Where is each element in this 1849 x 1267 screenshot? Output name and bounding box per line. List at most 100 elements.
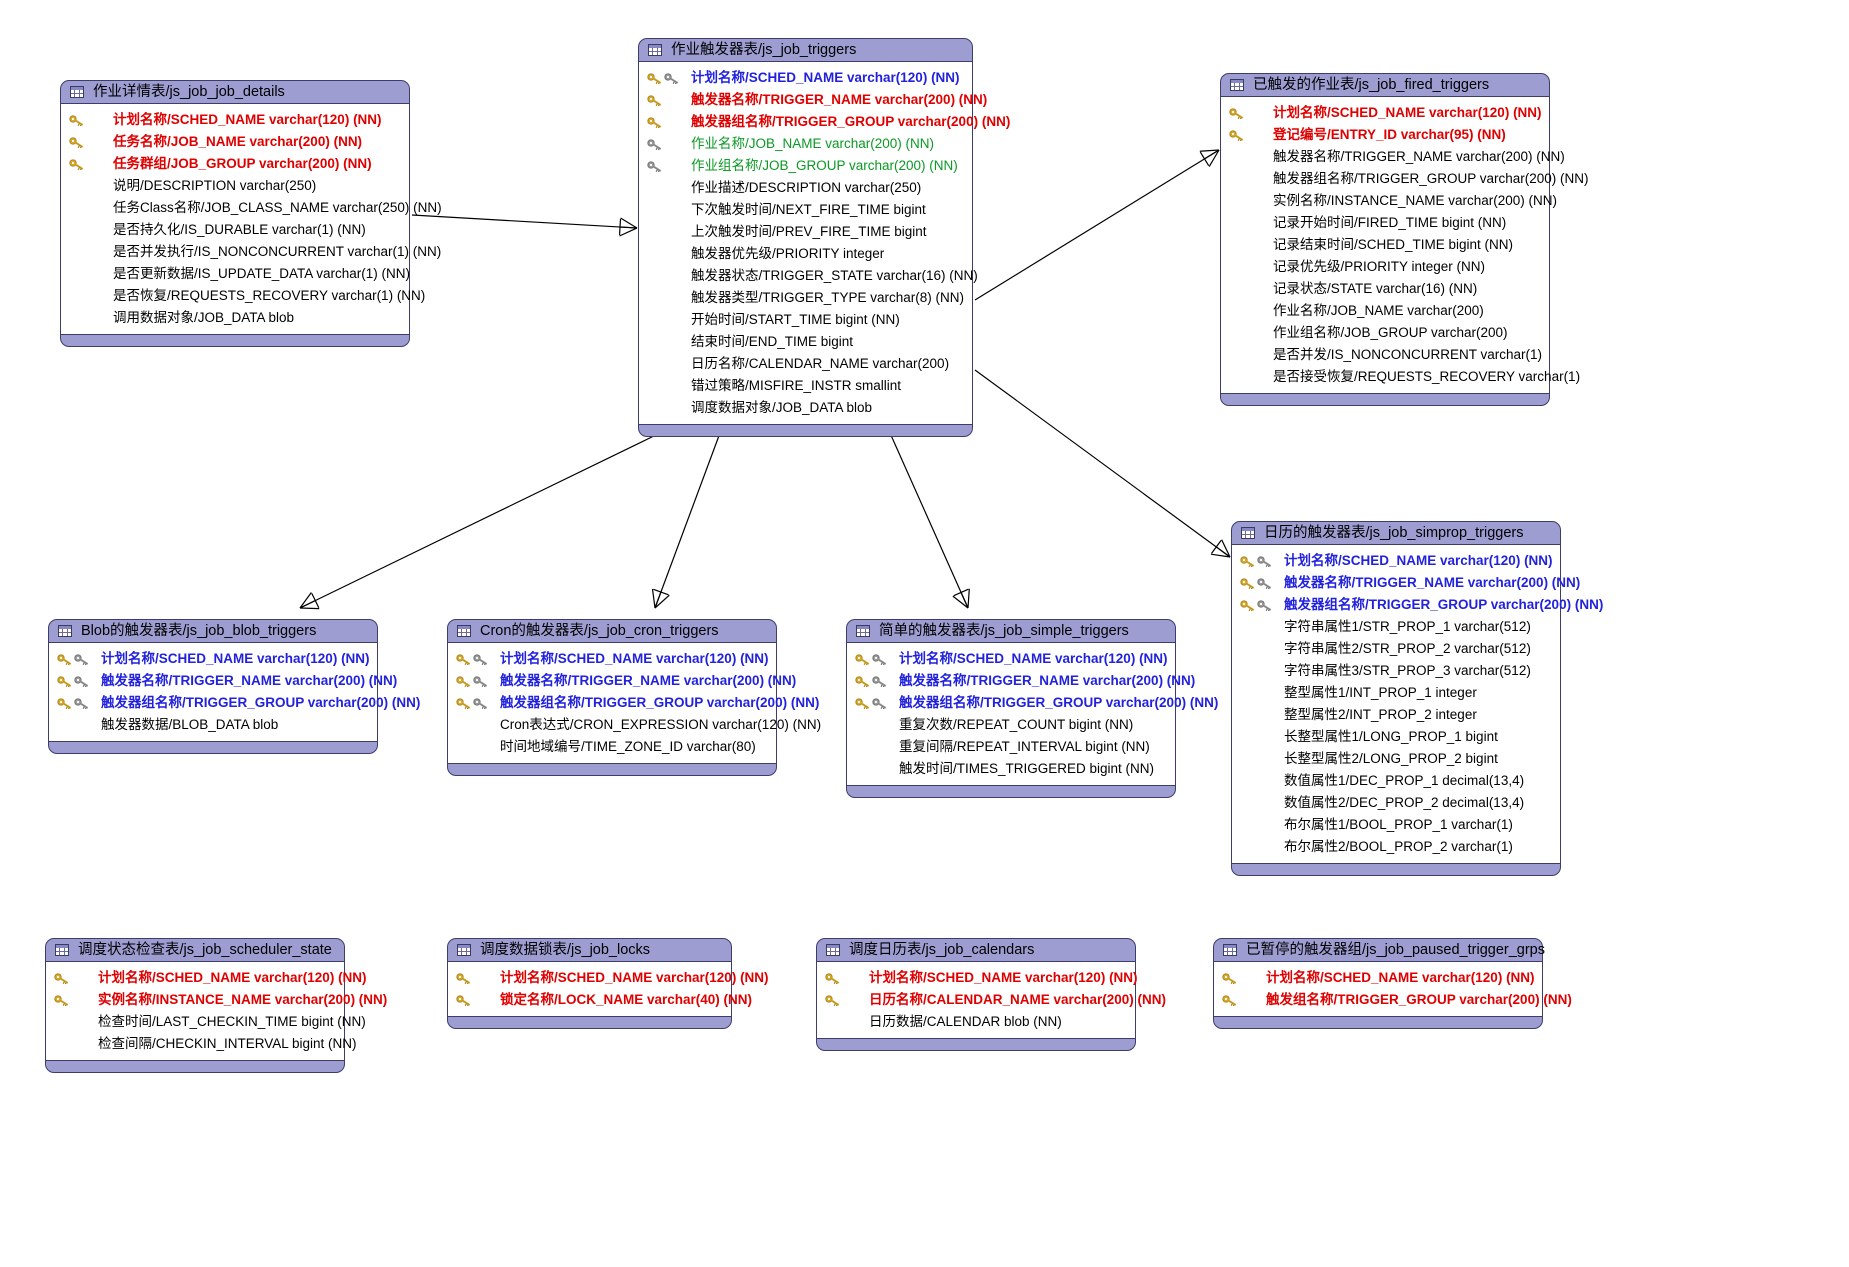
field-row[interactable]: 日历名称/CALENDAR_NAME varchar(200) (NN)	[817, 989, 1166, 1011]
field-row[interactable]: 触发器名称/TRIGGER_NAME varchar(200) (NN)	[847, 670, 1195, 692]
field-row[interactable]: 下次触发时间/NEXT_FIRE_TIME bigint	[639, 199, 972, 221]
entity-header-js_job_blob_triggers[interactable]: Blob的触发器表/js_job_blob_triggers	[48, 619, 378, 643]
field-row[interactable]: 是否更新数据/IS_UPDATE_DATA varchar(1) (NN)	[61, 263, 410, 285]
field-row[interactable]: 触发器名称/TRIGGER_NAME varchar(200) (NN)	[639, 89, 987, 111]
entity-js_job_calendars[interactable]: 调度日历表/js_job_calendars 计划名称/SCHED_NAME va…	[816, 938, 1166, 1051]
field-row[interactable]: 计划名称/SCHED_NAME varchar(120) (NN)	[817, 967, 1138, 989]
field-row[interactable]: 触发器组名称/TRIGGER_GROUP varchar(200) (NN)	[1221, 168, 1589, 190]
field-row[interactable]: 实例名称/INSTANCE_NAME varchar(200) (NN)	[46, 989, 387, 1011]
field-row[interactable]: 字符串属性1/STR_PROP_1 varchar(512)	[1232, 616, 1560, 638]
field-row[interactable]: 触发器组名称/TRIGGER_GROUP varchar(200) (NN)	[639, 111, 1010, 133]
field-row[interactable]: 时间地域编号/TIME_ZONE_ID varchar(80)	[448, 736, 776, 758]
field-row[interactable]: 计划名称/SCHED_NAME varchar(120) (NN)	[448, 648, 776, 670]
field-row[interactable]: 开始时间/START_TIME bigint (NN)	[639, 309, 972, 331]
field-row[interactable]: 数值属性2/DEC_PROP_2 decimal(13,4)	[1232, 792, 1560, 814]
field-row[interactable]: 作业名称/JOB_NAME varchar(200) (NN)	[639, 133, 972, 155]
field-row[interactable]: 锁定名称/LOCK_NAME varchar(40) (NN)	[448, 989, 752, 1011]
field-row[interactable]: 记录开始时间/FIRED_TIME bigint (NN)	[1221, 212, 1549, 234]
entity-js_job_simprop_triggers[interactable]: 日历的触发器表/js_job_simprop_triggers 计划名称/SCHE…	[1231, 521, 1603, 876]
field-row[interactable]: 检查时间/LAST_CHECKIN_TIME bigint (NN)	[46, 1011, 366, 1033]
field-row[interactable]: 上次触发时间/PREV_FIRE_TIME bigint	[639, 221, 972, 243]
entity-js_job_job_details[interactable]: 作业详情表/js_job_job_details 计划名称/SCHED_NAME …	[60, 80, 442, 347]
entity-header-js_job_triggers[interactable]: 作业触发器表/js_job_triggers	[638, 38, 973, 62]
field-row[interactable]: 计划名称/SCHED_NAME varchar(120) (NN)	[1214, 967, 1542, 989]
field-row[interactable]: 记录优先级/PRIORITY integer (NN)	[1221, 256, 1549, 278]
entity-js_job_paused_trigger_grps[interactable]: 已暂停的触发器组/js_job_paused_trigger_grps 计划名称/…	[1213, 938, 1572, 1029]
field-row[interactable]: 触发器组名称/TRIGGER_GROUP varchar(200) (NN)	[847, 692, 1218, 714]
field-row[interactable]: 触发器名称/TRIGGER_NAME varchar(200) (NN)	[1221, 146, 1565, 168]
entity-header-js_job_simprop_triggers[interactable]: 日历的触发器表/js_job_simprop_triggers	[1231, 521, 1561, 545]
field-row[interactable]: 错过策略/MISFIRE_INSTR smallint	[639, 375, 972, 397]
field-row[interactable]: 作业名称/JOB_NAME varchar(200)	[1221, 300, 1549, 322]
field-row[interactable]: 计划名称/SCHED_NAME varchar(120) (NN)	[1232, 550, 1560, 572]
entity-js_job_triggers[interactable]: 作业触发器表/js_job_triggers 计划名称/SCHED_NAME va…	[638, 38, 1010, 437]
field-row[interactable]: 重复次数/REPEAT_COUNT bigint (NN)	[847, 714, 1175, 736]
field-row[interactable]: 计划名称/SCHED_NAME varchar(120) (NN)	[49, 648, 377, 670]
field-row[interactable]: 触发器名称/TRIGGER_NAME varchar(200) (NN)	[1232, 572, 1580, 594]
entity-header-js_job_locks[interactable]: 调度数据锁表/js_job_locks	[447, 938, 732, 962]
entity-js_job_scheduler_state[interactable]: 调度状态检查表/js_job_scheduler_state 计划名称/SCHED…	[45, 938, 387, 1073]
field-row[interactable]: 日历数据/CALENDAR blob (NN)	[817, 1011, 1135, 1033]
field-row[interactable]: 数值属性1/DEC_PROP_1 decimal(13,4)	[1232, 770, 1560, 792]
field-row[interactable]: 触发器组名称/TRIGGER_GROUP varchar(200) (NN)	[1232, 594, 1603, 616]
field-row[interactable]: 是否持久化/IS_DURABLE varchar(1) (NN)	[61, 219, 409, 241]
field-row[interactable]: 触发器组名称/TRIGGER_GROUP varchar(200) (NN)	[448, 692, 819, 714]
field-row[interactable]: 任务Class名称/JOB_CLASS_NAME varchar(250) (N…	[61, 197, 442, 219]
field-row[interactable]: 说明/DESCRIPTION varchar(250)	[61, 175, 409, 197]
field-row[interactable]: 实例名称/INSTANCE_NAME varchar(200) (NN)	[1221, 190, 1557, 212]
field-row[interactable]: 计划名称/SCHED_NAME varchar(120) (NN)	[1221, 102, 1549, 124]
field-row[interactable]: 结束时间/END_TIME bigint	[639, 331, 972, 353]
field-row[interactable]: 字符串属性2/STR_PROP_2 varchar(512)	[1232, 638, 1560, 660]
field-row[interactable]: 触发器状态/TRIGGER_STATE varchar(16) (NN)	[639, 265, 978, 287]
entity-js_job_simple_triggers[interactable]: 简单的触发器表/js_job_simple_triggers 计划名称/SCHED…	[846, 619, 1218, 798]
field-row[interactable]: 记录结束时间/SCHED_TIME bigint (NN)	[1221, 234, 1549, 256]
field-row[interactable]: 计划名称/SCHED_NAME varchar(120) (NN)	[46, 967, 367, 989]
entity-header-js_job_scheduler_state[interactable]: 调度状态检查表/js_job_scheduler_state	[45, 938, 345, 962]
field-row[interactable]: 是否并发/IS_NONCONCURRENT varchar(1)	[1221, 344, 1549, 366]
entity-header-js_job_cron_triggers[interactable]: Cron的触发器表/js_job_cron_triggers	[447, 619, 777, 643]
field-row[interactable]: 触发器优先级/PRIORITY integer	[639, 243, 972, 265]
field-row[interactable]: 触发器组名称/TRIGGER_GROUP varchar(200) (NN)	[49, 692, 420, 714]
field-row[interactable]: Cron表达式/CRON_EXPRESSION varchar(120) (NN…	[448, 714, 821, 736]
entity-js_job_blob_triggers[interactable]: Blob的触发器表/js_job_blob_triggers 计划名称/SCHED…	[48, 619, 420, 754]
field-row[interactable]: 是否并发执行/IS_NONCONCURRENT varchar(1) (NN)	[61, 241, 441, 263]
field-row[interactable]: 任务群组/JOB_GROUP varchar(200) (NN)	[61, 153, 409, 175]
field-row[interactable]: 调用数据对象/JOB_DATA blob	[61, 307, 409, 329]
entity-header-js_job_simple_triggers[interactable]: 简单的触发器表/js_job_simple_triggers	[846, 619, 1176, 643]
field-row[interactable]: 检查间隔/CHECKIN_INTERVAL bigint (NN)	[46, 1033, 357, 1055]
field-row[interactable]: 重复间隔/REPEAT_INTERVAL bigint (NN)	[847, 736, 1175, 758]
field-row[interactable]: 计划名称/SCHED_NAME varchar(120) (NN)	[639, 67, 972, 89]
field-row[interactable]: 登记编号/ENTRY_ID varchar(95) (NN)	[1221, 124, 1549, 146]
field-row[interactable]: 触发时间/TIMES_TRIGGERED bigint (NN)	[847, 758, 1175, 780]
field-row[interactable]: 计划名称/SCHED_NAME varchar(120) (NN)	[448, 967, 769, 989]
field-row[interactable]: 触发器类型/TRIGGER_TYPE varchar(8) (NN)	[639, 287, 972, 309]
entity-header-js_job_paused_trigger_grps[interactable]: 已暂停的触发器组/js_job_paused_trigger_grps	[1213, 938, 1545, 962]
field-row[interactable]: 触发器数据/BLOB_DATA blob	[49, 714, 377, 736]
field-row[interactable]: 触发器名称/TRIGGER_NAME varchar(200) (NN)	[448, 670, 796, 692]
field-row[interactable]: 是否恢复/REQUESTS_RECOVERY varchar(1) (NN)	[61, 285, 425, 307]
field-row[interactable]: 触发器名称/TRIGGER_NAME varchar(200) (NN)	[49, 670, 397, 692]
entity-js_job_locks[interactable]: 调度数据锁表/js_job_locks 计划名称/SCHED_NAME varch…	[447, 938, 769, 1029]
field-row[interactable]: 调度数据对象/JOB_DATA blob	[639, 397, 972, 419]
field-row[interactable]: 记录状态/STATE varchar(16) (NN)	[1221, 278, 1549, 300]
field-row[interactable]: 计划名称/SCHED_NAME varchar(120) (NN)	[61, 109, 409, 131]
field-row[interactable]: 整型属性2/INT_PROP_2 integer	[1232, 704, 1560, 726]
field-row[interactable]: 日历名称/CALENDAR_NAME varchar(200)	[639, 353, 972, 375]
field-row[interactable]: 是否接受恢复/REQUESTS_RECOVERY varchar(1)	[1221, 366, 1580, 388]
field-row[interactable]: 长整型属性1/LONG_PROP_1 bigint	[1232, 726, 1560, 748]
field-row[interactable]: 字符串属性3/STR_PROP_3 varchar(512)	[1232, 660, 1560, 682]
entity-header-js_job_calendars[interactable]: 调度日历表/js_job_calendars	[816, 938, 1136, 962]
field-row[interactable]: 整型属性1/INT_PROP_1 integer	[1232, 682, 1560, 704]
field-row[interactable]: 长整型属性2/LONG_PROP_2 bigint	[1232, 748, 1560, 770]
field-row[interactable]: 任务名称/JOB_NAME varchar(200) (NN)	[61, 131, 409, 153]
field-row[interactable]: 布尔属性2/BOOL_PROP_2 varchar(1)	[1232, 836, 1560, 858]
field-row[interactable]: 布尔属性1/BOOL_PROP_1 varchar(1)	[1232, 814, 1560, 836]
entity-header-js_job_job_details[interactable]: 作业详情表/js_job_job_details	[60, 80, 410, 104]
field-row[interactable]: 作业组名称/JOB_GROUP varchar(200) (NN)	[639, 155, 972, 177]
field-row[interactable]: 触发组名称/TRIGGER_GROUP varchar(200) (NN)	[1214, 989, 1572, 1011]
field-row[interactable]: 作业组名称/JOB_GROUP varchar(200)	[1221, 322, 1549, 344]
field-row[interactable]: 计划名称/SCHED_NAME varchar(120) (NN)	[847, 648, 1175, 670]
field-row[interactable]: 作业描述/DESCRIPTION varchar(250)	[639, 177, 972, 199]
entity-js_job_cron_triggers[interactable]: Cron的触发器表/js_job_cron_triggers 计划名称/SCHED…	[447, 619, 821, 776]
